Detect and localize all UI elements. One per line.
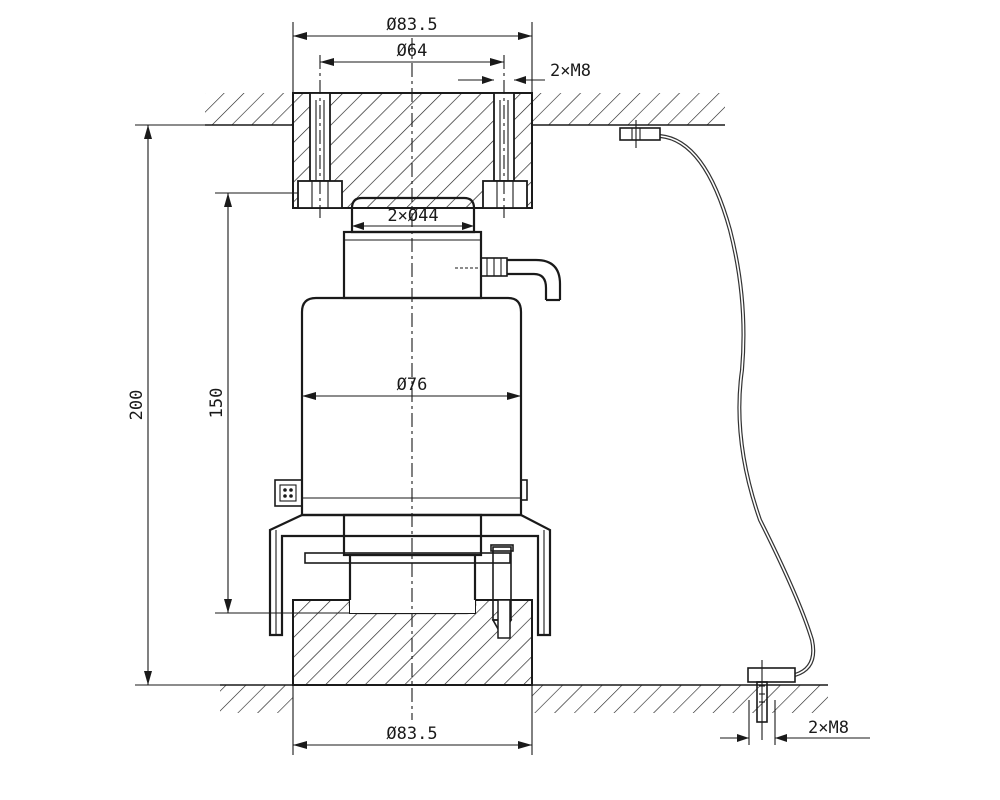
top-outer-diameter-label: Ø83.5 [386, 15, 437, 35]
sensor-height-label: 150 [207, 388, 227, 419]
dimension-overall-height: 200 [127, 124, 220, 686]
dimension-bottom-outer-diameter: Ø83.5 [292, 685, 533, 755]
body-diameter-label: Ø76 [397, 375, 428, 395]
ceiling-structure [205, 93, 725, 126]
pad-diameter-label: 2×Ø44 [387, 206, 438, 226]
load-pad [350, 196, 476, 234]
dimension-top-thread: 2×M8 [458, 61, 591, 84]
grounding-cable [619, 120, 816, 740]
dimension-pad-diameter: 2×Ø44 [352, 206, 474, 230]
dimension-body-diameter: Ø76 [302, 375, 521, 400]
bottom-thread-label: 2×M8 [808, 718, 849, 738]
cable-gland [455, 257, 562, 302]
dimension-bottom-thread: 2×M8 [720, 700, 870, 745]
dimension-sensor-height: 150 [207, 192, 350, 614]
overall-height-label: 200 [127, 390, 147, 421]
floor-structure [220, 684, 828, 713]
top-bolt-circle-label: Ø64 [397, 41, 428, 61]
bottom-outer-diameter-label: Ø83.5 [386, 724, 437, 744]
top-thread-label: 2×M8 [550, 61, 591, 81]
dimension-top-bolt-circle: Ø64 [320, 41, 504, 66]
load-cell-body [274, 296, 528, 517]
dimension-top-outer-diameter: Ø83.5 [292, 15, 533, 93]
